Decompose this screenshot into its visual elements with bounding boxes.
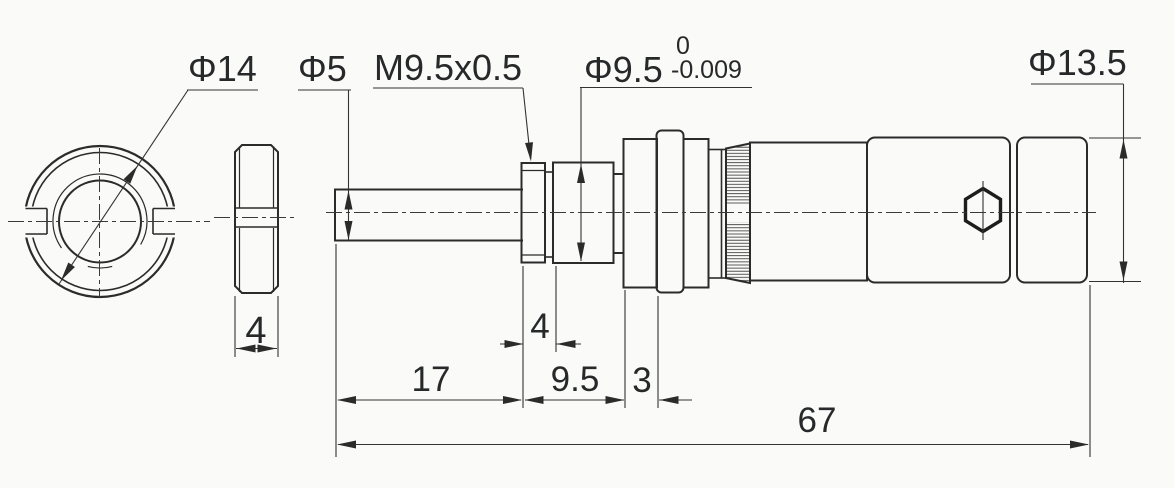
dim-text-9p5: 9.5 [551,360,600,399]
knurl-panel-2 [1016,136,1088,284]
dim-text-4-nut: 4 [245,310,266,352]
dim-phi14: Φ14 [57,48,258,285]
main-view [326,129,1096,294]
dim-text-4-thread: 4 [530,307,549,346]
nut-chamfer-lines [238,146,275,292]
label-phi135: Φ13.5 [1028,42,1127,83]
dim-text-67: 67 [798,401,837,440]
thread-depth-lines [521,169,545,256]
nut-slot-lines [235,207,278,228]
dim-thread-length: 4 [500,307,581,348]
dimension-callouts: Φ5 M9.5x0.5 Φ9.5 0 -0.009 Φ13.5 [298,32,1141,457]
thimble-cone-outline [725,142,751,285]
label-phi5: Φ5 [298,48,347,89]
dim-thread: M9.5x0.5 [373,47,535,162]
shaft [334,188,523,242]
dim-phi95: Φ9.5 0 -0.009 [577,32,752,262]
label-phi95-tol-lower: -0.009 [671,56,742,84]
dim-17: 17 [337,360,522,404]
nut-side-view: 4 [214,144,298,357]
nut-outline [234,144,279,294]
dim-text-17: 17 [412,360,451,399]
dim-nut-thickness: 4 [234,296,279,357]
thread-arc [52,173,148,249]
dim-67: 67 [337,401,1089,449]
cone-center-mask [724,205,752,222]
dim-phi5: Φ5 [298,48,353,240]
neck-groove [612,173,625,254]
leader-line [58,89,189,285]
label-phi14: Φ14 [188,48,257,89]
label-phi95-tol-upper: 0 [676,32,690,60]
dim-phi135: Φ13.5 [1028,42,1141,283]
dim-3: 3 [632,361,692,404]
dim-text-3: 3 [632,361,651,400]
label-thread: M9.5x0.5 [374,47,522,88]
knurl-panel-1 [866,136,1011,284]
bottom-extension-lines [335,244,1091,457]
dim-9p5: 9.5 [524,360,625,404]
label-phi95: Φ9.5 [584,49,663,90]
front-view-slotted-nut: Φ14 [8,48,258,299]
